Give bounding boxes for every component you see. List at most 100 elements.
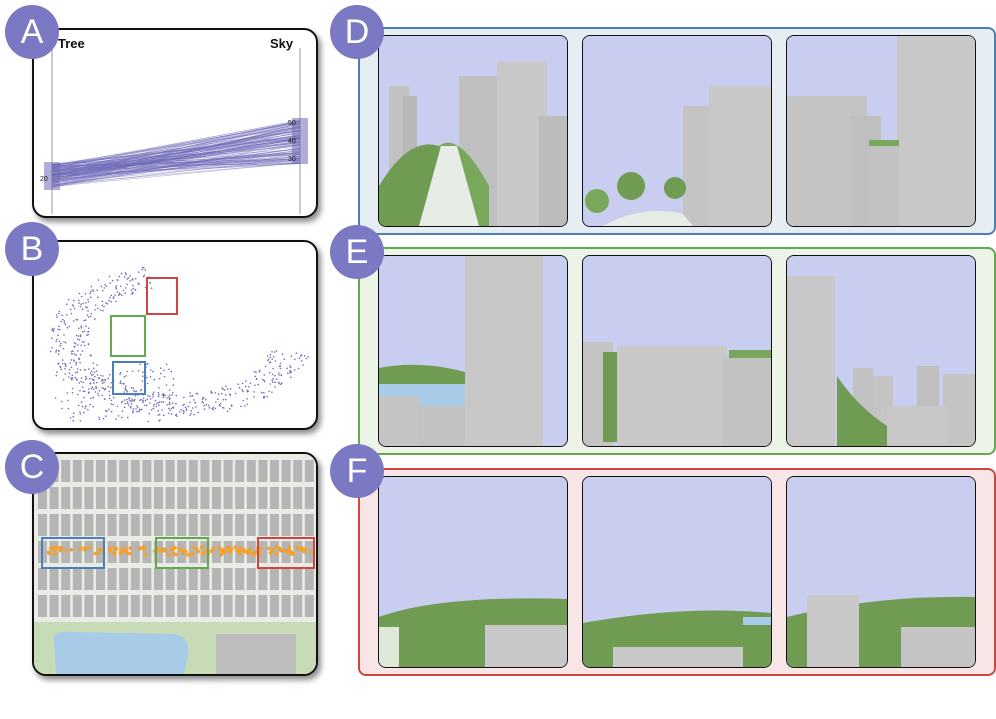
scatter-point (74, 376, 77, 379)
scatter-point (70, 366, 73, 369)
scatter-point (77, 335, 80, 337)
parallel-coordinates-panel[interactable]: Tree Sky 20 50 40 30 (32, 28, 318, 218)
route-point (79, 546, 83, 550)
scatter-point (223, 389, 226, 391)
scatter-point (226, 388, 229, 390)
scatter-point (147, 382, 149, 385)
scatter-point (58, 310, 60, 313)
map-region-green[interactable] (155, 537, 209, 569)
street-view-e3[interactable] (786, 255, 976, 447)
scatter-point (92, 290, 95, 292)
scatter-point (89, 292, 91, 295)
scatter-point (225, 398, 227, 401)
scatter-point (110, 399, 113, 402)
scatter-point (72, 350, 74, 352)
scatter-point (129, 280, 131, 282)
tree-axis-brush[interactable] (44, 162, 60, 190)
selection-box-green[interactable] (110, 315, 146, 357)
street-view-d2[interactable] (582, 35, 772, 227)
scatter-point (264, 365, 267, 368)
scatter-point (157, 401, 159, 404)
selection-box-red[interactable] (146, 277, 178, 315)
route-point (246, 551, 251, 555)
route-point (200, 545, 204, 549)
street-view-f1[interactable] (378, 476, 568, 668)
route-point (53, 552, 57, 556)
scatter-point (126, 391, 129, 393)
scatter-point (63, 341, 65, 343)
route-point (97, 547, 101, 552)
scatter-point (64, 323, 67, 326)
city-block (72, 460, 82, 482)
scatter-point (79, 361, 81, 364)
scatter-point (76, 379, 78, 381)
embedding-scatter-panel[interactable] (32, 240, 318, 430)
scatter-point (172, 384, 174, 386)
scatter-point (203, 408, 206, 410)
street-view-d1[interactable] (378, 35, 568, 227)
scatter-point (118, 292, 121, 294)
scatter-point (289, 365, 291, 367)
scatter-point (130, 289, 133, 291)
scatter-point (279, 367, 282, 370)
scatter-point (158, 401, 161, 403)
embedding-scatter-plot[interactable] (34, 242, 316, 428)
street-view-f3[interactable] (786, 476, 976, 668)
pc-line (51, 142, 301, 188)
scatter-point (226, 410, 229, 413)
city-block (246, 487, 256, 509)
street-view-e1[interactable] (378, 255, 568, 447)
parallel-coordinates-plot[interactable]: 20 50 40 30 (34, 30, 316, 216)
scatter-point (117, 294, 120, 296)
city-block (223, 487, 233, 509)
scatter-point (124, 272, 127, 274)
street-view-d3[interactable] (786, 35, 976, 227)
scatter-point (89, 377, 91, 380)
scatter-point (94, 309, 96, 311)
city-block (61, 514, 71, 536)
scatter-point (190, 410, 193, 412)
route-point (309, 550, 314, 554)
scatter-point (92, 367, 95, 370)
scatter-point (278, 374, 280, 376)
route-point (217, 546, 221, 550)
scatter-point (106, 302, 109, 305)
scatter-point (61, 407, 63, 410)
scatter-point (87, 409, 89, 411)
scatter-point (58, 328, 61, 331)
scatter-point (69, 417, 72, 419)
scatter-point (142, 401, 144, 404)
map-region-red[interactable] (257, 537, 315, 569)
city-block (304, 487, 314, 509)
scatter-point (123, 406, 126, 409)
scatter-point (271, 351, 273, 353)
map-region-blue[interactable] (41, 537, 105, 569)
street-map[interactable] (34, 454, 316, 674)
scatter-point (55, 340, 57, 343)
street-view-e2[interactable] (582, 255, 772, 447)
scatter-point (86, 306, 88, 309)
scatter-point (274, 360, 277, 362)
scatter-point (300, 355, 302, 357)
scatter-point (110, 410, 113, 413)
city-block (223, 460, 233, 482)
selection-box-blue[interactable] (112, 361, 146, 395)
pc-line (51, 124, 301, 186)
city-block (165, 568, 175, 590)
city-block (107, 514, 117, 536)
scatter-point (125, 273, 127, 276)
scatter-point (101, 394, 103, 397)
scatter-point (87, 298, 89, 301)
scatter-point (78, 299, 80, 302)
scatter-point (83, 330, 86, 332)
route-point (299, 547, 303, 552)
sky-axis-brush[interactable] (292, 118, 308, 164)
route-point (126, 551, 130, 556)
scatter-point (219, 404, 222, 407)
scatter-point (107, 386, 109, 388)
street-map-panel[interactable] (32, 452, 318, 676)
city-block (293, 460, 303, 482)
scatter-point (253, 370, 256, 373)
street-view-f2[interactable] (582, 476, 772, 668)
scatter-point (131, 370, 134, 373)
